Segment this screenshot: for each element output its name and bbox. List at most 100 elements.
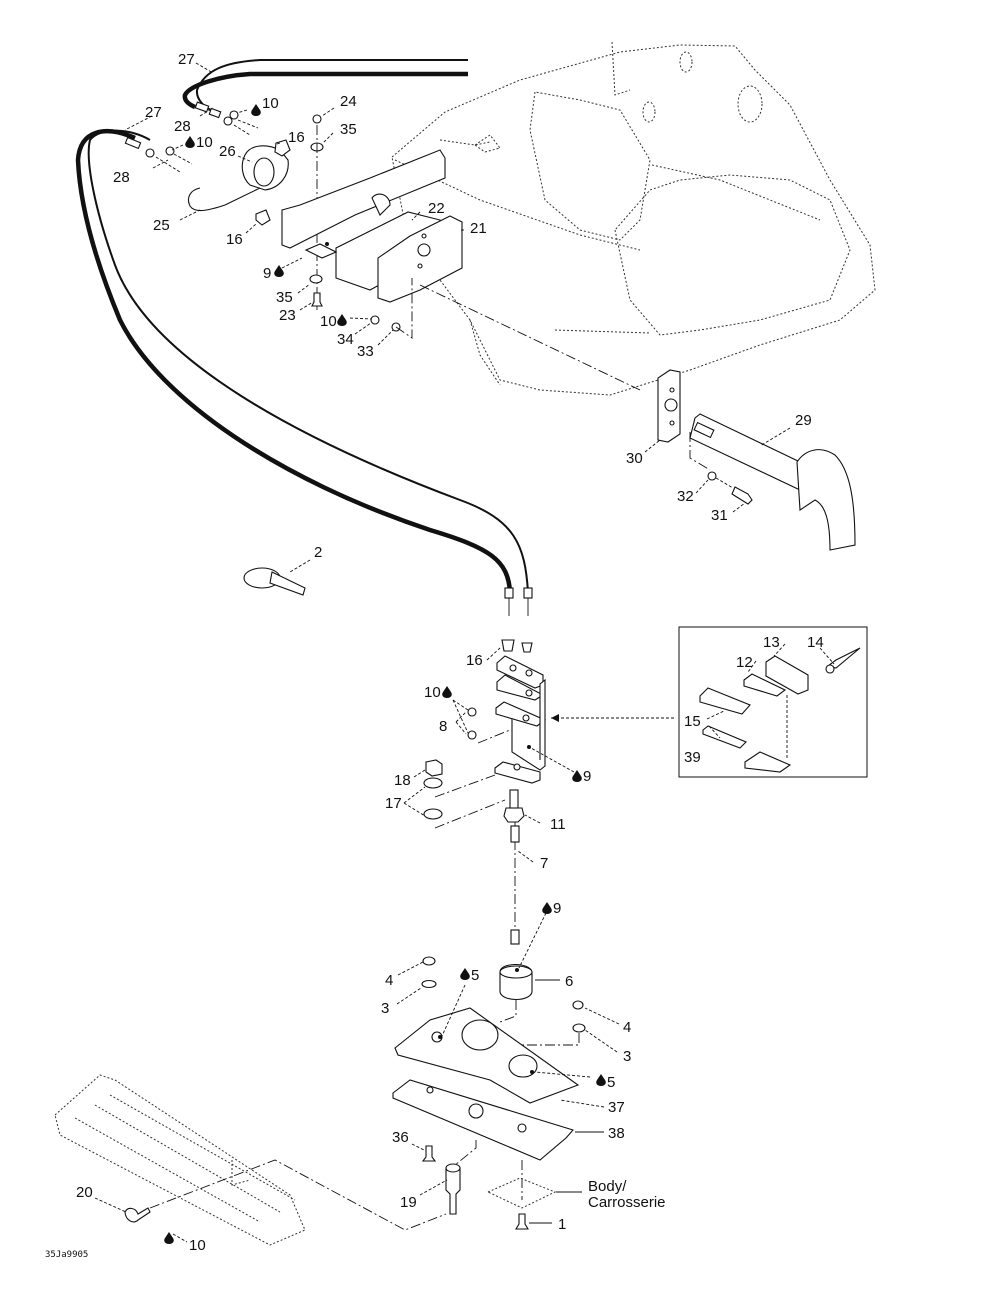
callout-5a: 5 (471, 967, 479, 984)
body-panel (486, 1177, 557, 1209)
screw-20 (124, 1207, 151, 1223)
callout-29: 29 (795, 412, 812, 429)
mounting-plate (281, 149, 446, 249)
handle-29 (689, 413, 801, 491)
washer-17b (423, 808, 443, 820)
nut-18 (425, 759, 443, 777)
strap-2 (243, 567, 306, 596)
adhesive-drop-icon (274, 265, 284, 277)
callout-30: 30 (626, 450, 643, 467)
adhesive-drop-icon (596, 1074, 606, 1086)
callout-28b: 28 (113, 169, 130, 186)
callout-4b: 4 (623, 1019, 631, 1036)
handle-group (657, 369, 856, 551)
body-label-line2: Carrosserie (588, 1194, 666, 1211)
ghost-hull (391, 41, 876, 396)
callout-22: 22 (428, 200, 445, 217)
callout-9a: 9 (263, 265, 271, 282)
lower-mount-group (392, 956, 586, 1230)
callout-7: 7 (540, 855, 548, 872)
callout-31: 31 (711, 507, 728, 524)
callout-4a: 4 (385, 972, 393, 989)
callout-16a: 16 (288, 129, 305, 146)
bracket-foot (494, 761, 541, 784)
callout-21: 21 (470, 220, 487, 237)
callout-9c: 9 (553, 900, 561, 917)
adhesive-drop-icon (442, 686, 452, 698)
callout-33: 33 (357, 343, 374, 360)
washer-3a (421, 979, 437, 989)
plate-15 (699, 687, 751, 715)
callout-19: 19 (400, 1194, 417, 1211)
callout-27b: 27 (145, 104, 162, 121)
callout-38: 38 (608, 1125, 625, 1142)
bushing-16d (521, 642, 533, 653)
callout-20: 20 (76, 1184, 93, 1201)
nut-34 (370, 315, 380, 325)
callout-10b: 10 (196, 134, 213, 151)
cable-end-7 (510, 825, 520, 843)
plate-12 (743, 673, 787, 697)
adhesive-drop-icon (460, 968, 470, 980)
callout-6: 6 (565, 973, 573, 990)
adhesive-drop-icon (542, 902, 552, 914)
cable-end-ferrule (523, 587, 533, 599)
callout-leaders (94, 62, 835, 1243)
nut-4b (572, 1000, 584, 1010)
bushing-16c (501, 639, 515, 652)
callout-35b: 35 (276, 289, 293, 306)
ghost-pedal (54, 1074, 447, 1246)
callout-37: 37 (608, 1099, 625, 1116)
pin-19 (445, 1167, 461, 1215)
spacer (304, 243, 338, 259)
mid-bracket-group (423, 639, 676, 945)
callout-25: 25 (153, 217, 170, 234)
cable-fitting-28a (194, 101, 259, 136)
nut-8a (467, 707, 477, 717)
callout-10e: 10 (189, 1237, 206, 1254)
callout-34: 34 (337, 331, 354, 348)
callout-36: 36 (392, 1129, 409, 1146)
callout-23: 23 (279, 307, 296, 324)
callout-24: 24 (340, 93, 357, 110)
callout-3a: 3 (381, 1000, 389, 1017)
adhesive-drop-icon (164, 1232, 174, 1244)
screw-31 (731, 486, 753, 505)
callout-11: 11 (550, 816, 566, 833)
adhesive-drop-icon (337, 314, 347, 326)
washer-32 (707, 471, 717, 481)
cable-end-ferrule (504, 587, 514, 599)
adhesive-icons (164, 104, 606, 1244)
adjuster-11 (503, 807, 525, 823)
callout-10d: 10 (424, 684, 441, 701)
plate-37 (394, 1007, 580, 1104)
callout-5b: 5 (607, 1074, 615, 1091)
callout-35a: 35 (340, 121, 357, 138)
callout-labels: 27 27 28 28 10 10 24 35 16 26 25 16 22 2… (45, 51, 824, 1260)
adhesive-drop-icon (251, 104, 261, 116)
screw-23 (311, 292, 323, 307)
washer-17a (423, 777, 443, 789)
washer-8b (467, 730, 477, 740)
plate-39 (702, 725, 747, 749)
body-label-line1: Body/ (588, 1178, 627, 1195)
callout-9b: 9 (583, 768, 591, 785)
callout-27a: 27 (178, 51, 195, 68)
nut-4a (422, 956, 436, 966)
callout-10c: 10 (320, 313, 337, 330)
callout-26: 26 (219, 143, 236, 160)
callout-15: 15 (684, 713, 701, 730)
callout-17: 17 (385, 795, 402, 812)
callout-28a: 28 (174, 118, 191, 135)
rivet-14 (826, 647, 861, 669)
cable-fitting-28b (124, 136, 193, 173)
callout-18: 18 (394, 772, 411, 789)
adhesive-drop-icon (572, 770, 582, 782)
screw-36 (421, 1145, 437, 1162)
adhesive-drop-icon (185, 136, 195, 148)
callout-32: 32 (677, 488, 694, 505)
callout-10a: 10 (262, 95, 279, 112)
callout-16b: 16 (226, 231, 243, 248)
callout-13: 13 (763, 634, 780, 651)
